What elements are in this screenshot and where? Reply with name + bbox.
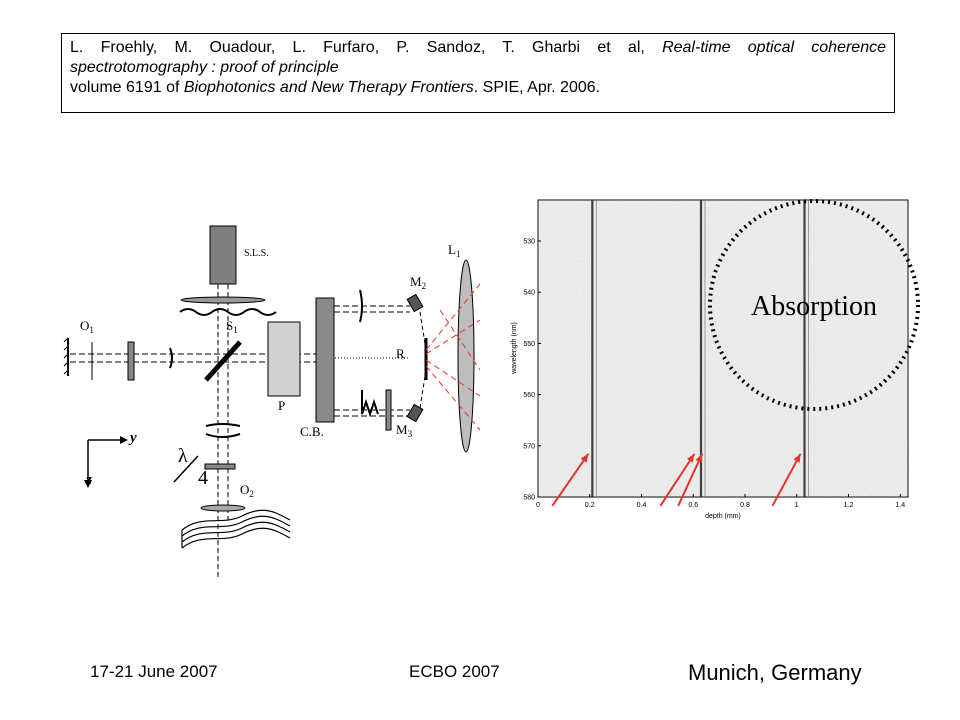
compensation-block — [315, 297, 335, 423]
x-tick-label-7: 1.4 — [895, 502, 905, 509]
label-m2: M2 — [410, 274, 426, 291]
x-tick-label-6: 1.2 — [844, 502, 854, 509]
reference-title-part-2: spectrotomography : proof of principle — [70, 59, 339, 76]
y-tick-label-4: 570 — [523, 443, 535, 450]
prism-block — [267, 321, 301, 397]
label-sls: S.L.S. — [244, 248, 269, 259]
x-axis-label: depth (mm) — [705, 513, 741, 520]
sample-layers — [181, 509, 291, 549]
reference-line-2: spectrotomography : proof of principle — [70, 58, 886, 78]
x-tick-label-2: 0.4 — [637, 502, 647, 509]
footer-conference: ECBO 2007 — [409, 662, 500, 681]
label-p: P — [278, 398, 285, 413]
x-tick-label-3: 0.6 — [688, 502, 698, 509]
y-tick-label-0: 530 — [523, 238, 535, 245]
label-cb: C.B. — [300, 424, 324, 439]
x-tick-label-4: 0.8 — [740, 502, 750, 509]
label-lambda: λ — [178, 445, 188, 467]
reference-line-3: volume 6191 of Biophotonics and New Ther… — [70, 78, 886, 98]
label-y-axis: y — [128, 430, 137, 446]
reference-publisher: . SPIE, Apr. 2006. — [473, 79, 601, 96]
red-arrowhead-3 — [793, 453, 801, 463]
beam-splitter — [204, 340, 242, 382]
y-tick-label-2: 550 — [523, 341, 535, 348]
reference-box: L. Froehly, M. Ouadour, L. Furfaro, P. S… — [61, 33, 895, 113]
y-axis-label: wavelength (nm) — [511, 322, 518, 375]
red-arrowhead-2 — [695, 453, 703, 463]
reference-title-part-1: Real-time optical coherence — [662, 39, 887, 56]
x-axis-ticks: 0 0.2 0.4 0.6 0.8 1 1.2 1.4 — [536, 494, 905, 509]
red-arrow-2 — [677, 453, 704, 507]
mirror-m2 — [406, 293, 424, 313]
red-arrow-3 — [771, 453, 802, 507]
lens-l1 — [457, 259, 475, 453]
label-s1: S1 — [226, 318, 238, 335]
absorption-circle — [708, 199, 920, 411]
red-arrows — [551, 453, 802, 507]
label-z-axis: z — [85, 472, 92, 488]
mirror-m3 — [406, 403, 424, 423]
red-arrow-1 — [659, 453, 696, 507]
red-arrowhead-1 — [686, 453, 695, 463]
absorption-label: Absorption — [751, 291, 877, 322]
x-tick-label-5: 1 — [795, 502, 799, 509]
y-tick-label-3: 560 — [523, 392, 535, 399]
label-o2: O2 — [240, 482, 254, 499]
reference-line-1: L. Froehly, M. Ouadour, L. Furfaro, P. S… — [70, 38, 886, 58]
label-m3: M3 — [396, 422, 413, 439]
x-tick-label-1: 0.2 — [585, 502, 595, 509]
y-axis-ticks: 530 540 550 560 570 580 — [523, 238, 541, 502]
red-arrowhead-0 — [580, 453, 589, 463]
source-lens — [180, 296, 266, 304]
footer-place: Munich, Germany — [688, 660, 862, 685]
label-r: R — [396, 346, 405, 361]
footer-date: 17-21 June 2007 — [90, 662, 218, 681]
y-tick-label-5: 580 — [523, 495, 535, 502]
red-arrow-0 — [551, 453, 590, 507]
reference-book-title: Biophotonics and New Therapy Frontiers — [183, 79, 474, 96]
label-lambda-denominator: 4 — [198, 467, 208, 489]
x-tick-label-0: 0 — [536, 502, 540, 509]
reference-authors: L. Froehly, M. Ouadour, L. Furfaro, P. S… — [70, 39, 645, 56]
light-source — [209, 225, 237, 285]
reference-volume: volume 6191 of — [70, 79, 180, 96]
label-o1: O1 — [80, 318, 94, 335]
y-tick-label-1: 540 — [523, 290, 535, 297]
label-l1: L1 — [448, 242, 460, 259]
interface-lines — [591, 200, 810, 497]
optical-setup-diagram: S.L.S. O1 S1 P C.B. — [63, 225, 481, 580]
quarter-wave-plate — [204, 463, 236, 470]
